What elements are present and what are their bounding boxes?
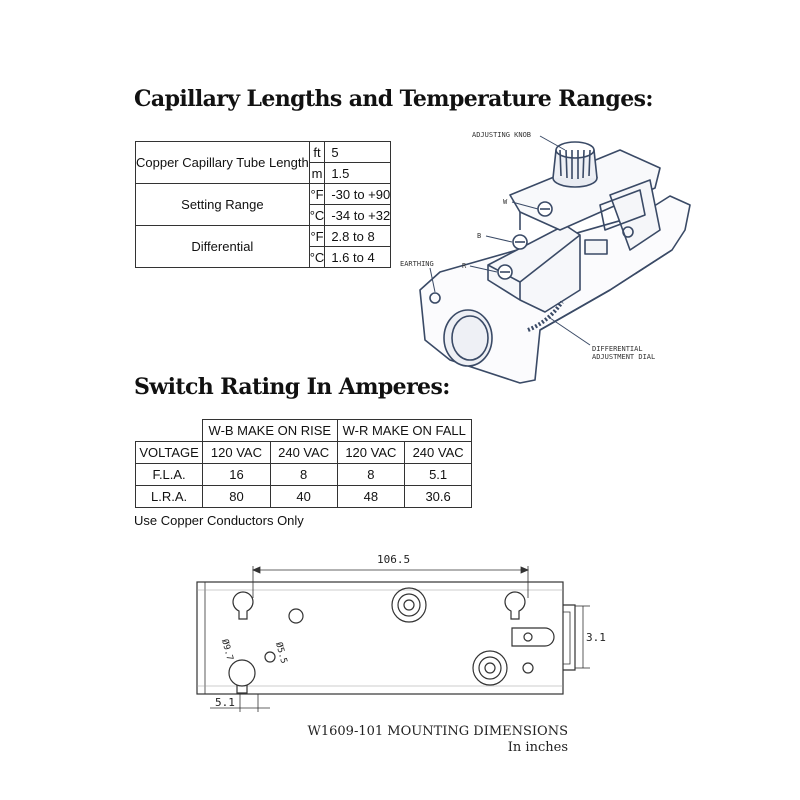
switch-rating-heading: Switch Rating In Amperes: [134,374,450,400]
mounting-caption-line1: W1609-101 MOUNTING DIMENSIONS [307,724,569,739]
copper-conductors-note: Use Copper Conductors Only [134,513,304,528]
row-label: F.L.A. [134,463,204,486]
value-cell: -34 to +32 [324,204,392,226]
earthing-label: EARTHING [400,260,434,268]
voltage-header: VOLTAGE [134,441,204,464]
value-cell: 80 [202,485,271,508]
capillary-heading: Capillary Lengths and Temperature Ranges… [134,86,654,112]
dim-top-label: 106.5 [377,553,410,566]
terminal-b-label: B [477,232,481,240]
hole-big-label: Ø9.7 [219,638,235,662]
terminal-w-label: W [503,198,508,206]
table-row: Copper Capillary Tube Length ft 5 [135,141,392,184]
value-cell: 1.5 [324,162,392,184]
value-cell: -30 to +90 [324,183,392,205]
table-row: L.R.A. 80 40 48 30.6 [134,485,472,508]
differential-label-line1: DIFFERENTIAL [592,345,643,353]
dim-bottom-label: 5.1 [215,696,235,709]
terminal-r-label: R [462,262,467,270]
differential-label: Differential [135,225,310,268]
adjusting-knob-label: ADJUSTING KNOB [472,131,531,139]
hole-small-label: Ø5.5 [273,641,289,665]
group-header-wr: W-R MAKE ON FALL [336,419,473,442]
unit-cell: °F [308,225,326,247]
value-cell: 1.6 to 4 [324,246,392,268]
mounting-caption-line2: In inches [507,740,568,755]
dim-right-label: 3.1 [586,631,606,644]
switch-rating-table: W-B MAKE ON RISE W-R MAKE ON FALL VOLTAG… [134,419,473,508]
table-row: F.L.A. 16 8 8 5.1 [134,463,472,486]
value-cell: 48 [336,485,406,508]
table-row: Differential °F 2.8 to 8 [135,225,392,268]
table-row: W-B MAKE ON RISE W-R MAKE ON FALL [135,419,473,442]
capillary-table: Copper Capillary Tube Length ft 5 m 1.5 … [135,141,392,268]
capillary-label: Copper Capillary Tube Length [135,141,310,184]
value-cell: 30.6 [404,485,472,508]
table-row: °C -34 to +32 [136,204,392,226]
table-row: m 1.5 [136,162,392,184]
row-label: L.R.A. [134,485,204,508]
value-cell: 16 [202,463,271,486]
voltage-cell: 120 VAC [336,441,406,464]
differential-label-line2: ADJUSTMENT DIAL [592,353,655,361]
table-row: °C 1.6 to 4 [136,246,392,268]
